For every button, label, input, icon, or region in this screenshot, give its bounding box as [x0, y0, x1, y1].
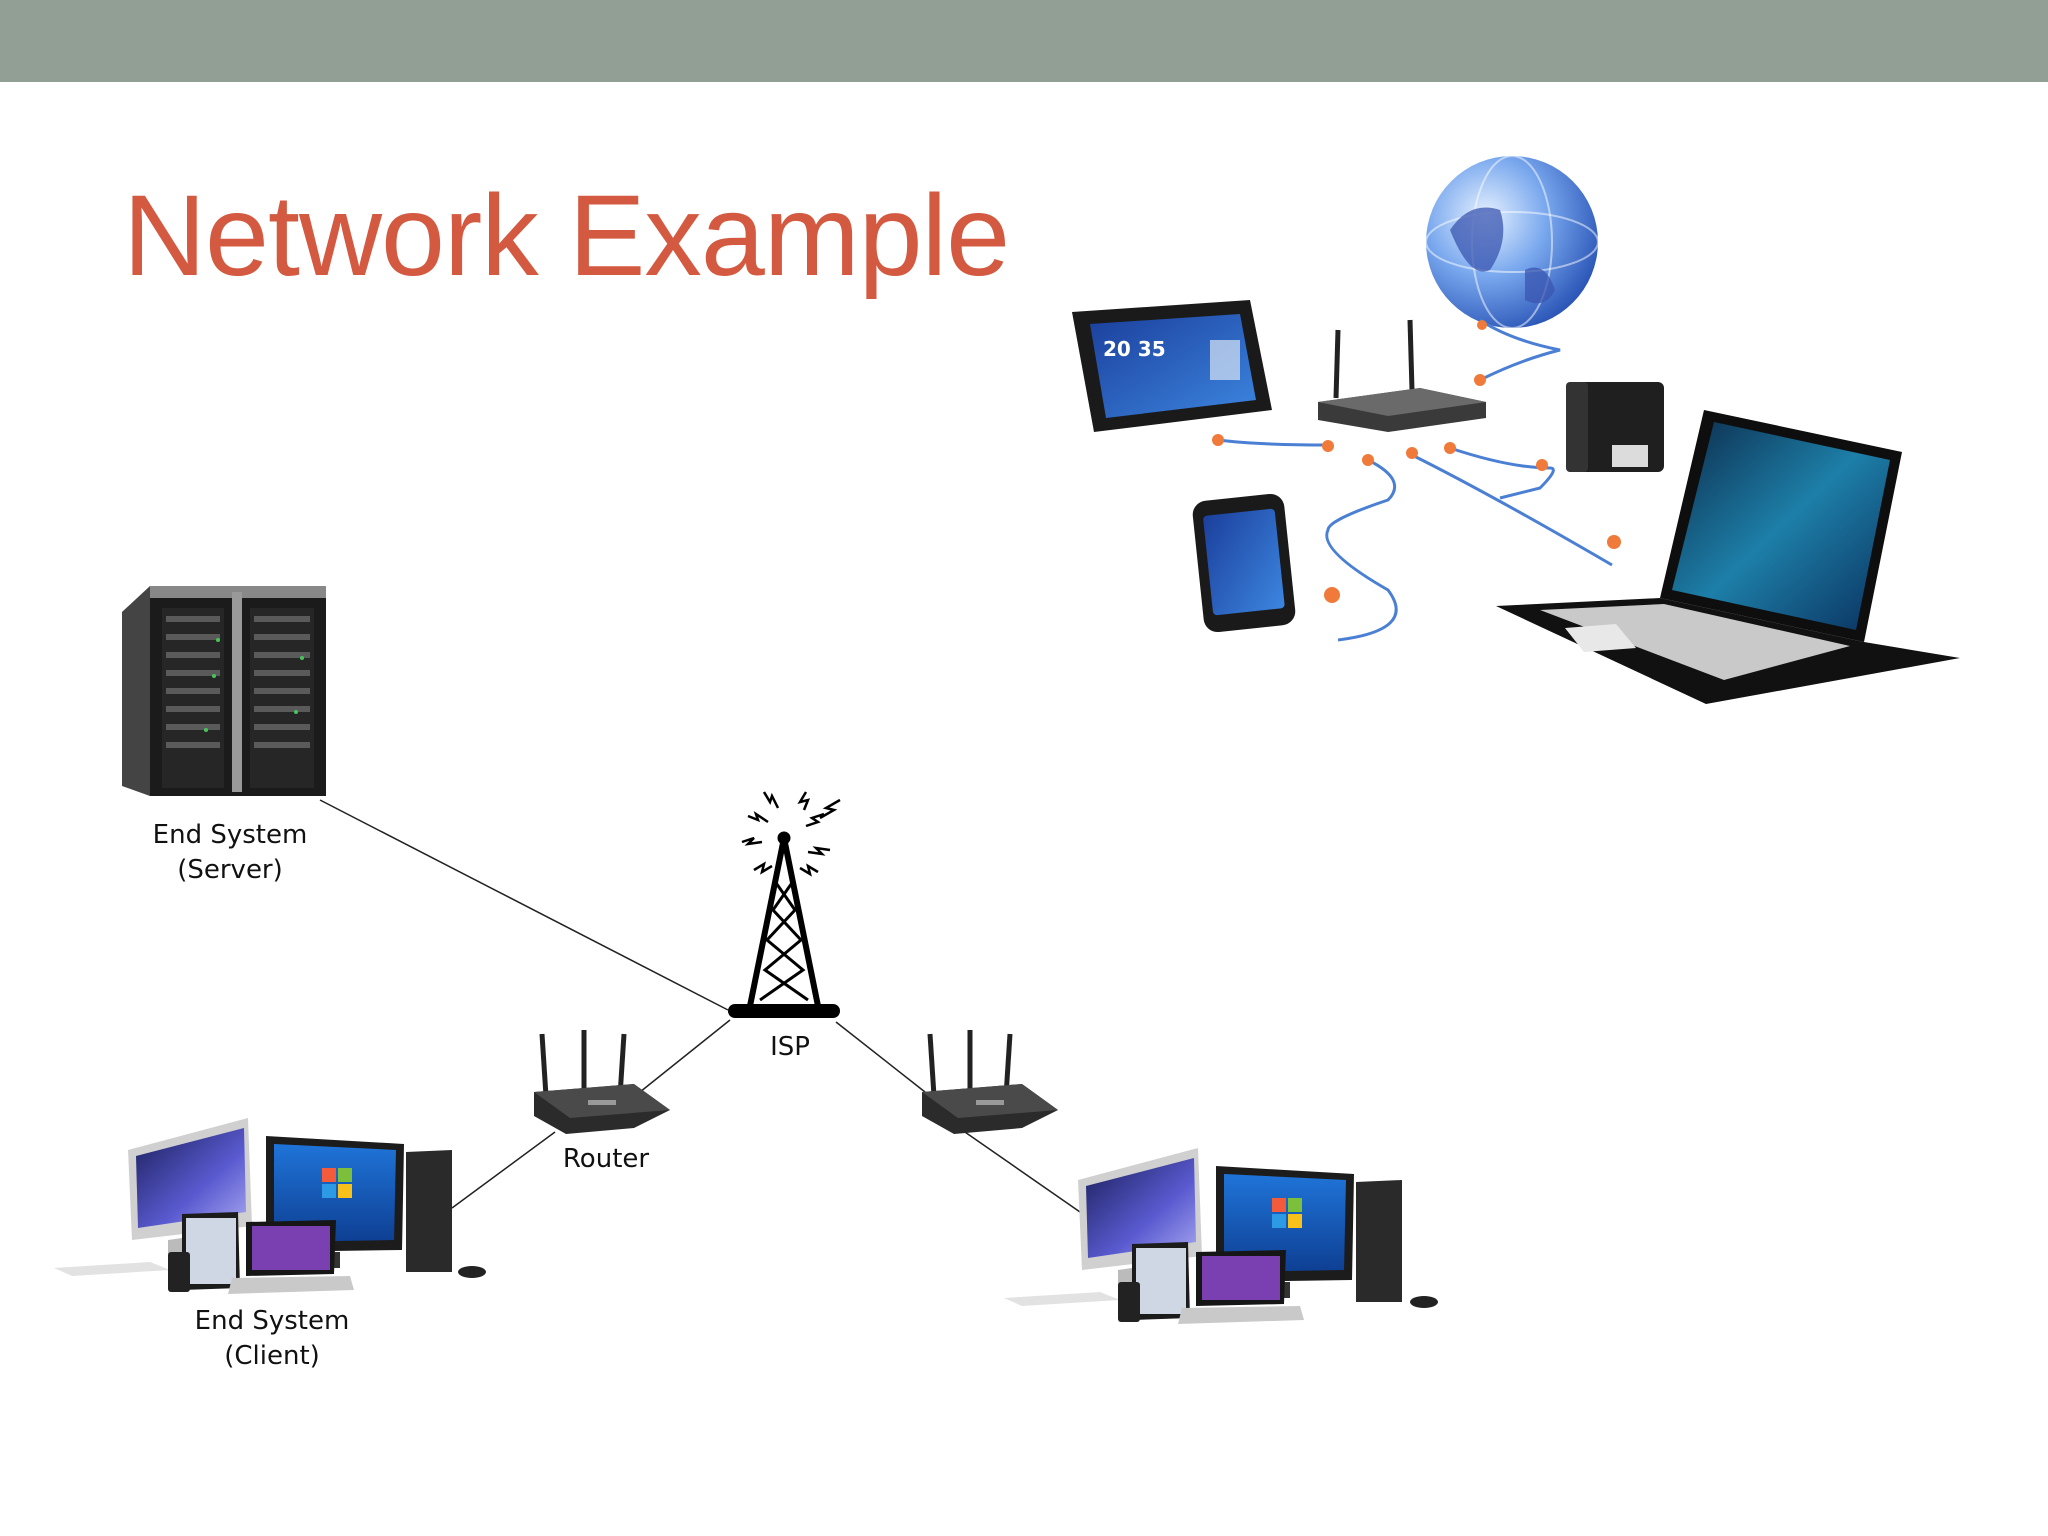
client-label-line1: End System	[194, 1306, 350, 1336]
laptop-icon	[1496, 410, 1960, 704]
isp-right-router-link	[835, 1021, 926, 1093]
cable-dots	[1212, 320, 1621, 603]
wifi-router-icon	[1318, 319, 1486, 432]
client-label-line2: (Client)	[224, 1341, 320, 1371]
server-rack-icon	[122, 586, 326, 796]
router-label: Router	[562, 1144, 650, 1174]
server-label-line1: End System	[152, 820, 308, 850]
smartphone-icon	[1192, 493, 1296, 633]
radio-tower-icon	[728, 791, 841, 1018]
external-drive-icon	[1566, 382, 1664, 472]
client-router-link	[451, 1131, 556, 1209]
desktop-computers-icon	[54, 1118, 486, 1294]
top-bar	[0, 0, 2048, 82]
globe-icon	[1425, 155, 1599, 329]
right-desktop-computers-icon	[1004, 1148, 1438, 1324]
right-router-icon	[922, 1030, 1058, 1134]
isp-label: ISP	[770, 1032, 810, 1062]
client-label: End System (Client)	[182, 1304, 362, 1374]
slide-title: Network Example	[123, 172, 1010, 300]
server-label: End System (Server)	[140, 818, 320, 888]
right-router-client-link	[961, 1129, 1081, 1213]
tablet-clock: 20 35	[1103, 337, 1166, 361]
router-icon	[534, 1030, 670, 1134]
server-label-line2: (Server)	[177, 855, 283, 885]
cables	[1217, 318, 1613, 642]
server-isp-link	[319, 799, 729, 1011]
connection-lines	[319, 799, 1081, 1213]
router-isp-link	[639, 1019, 731, 1093]
tablet-icon: 20 35	[1072, 300, 1272, 432]
